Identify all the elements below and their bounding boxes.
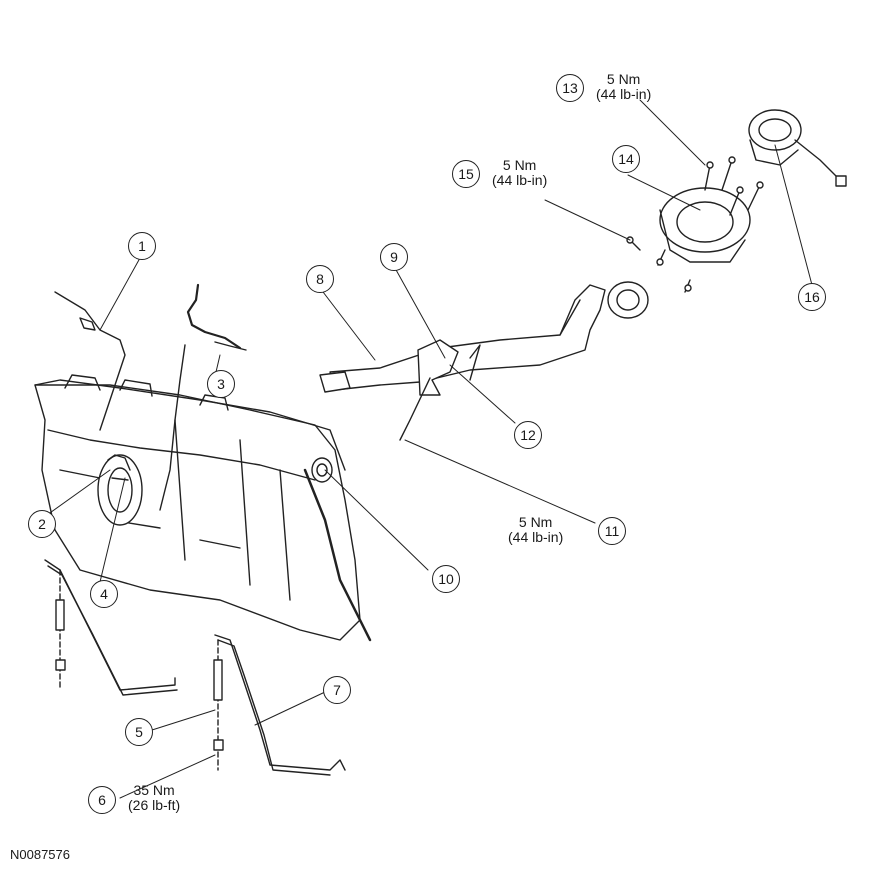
callout-5: 5 xyxy=(125,718,153,746)
torque-nm: 5 Nm xyxy=(606,71,641,87)
torque-imperial: (26 lb-ft) xyxy=(128,797,181,813)
callout-11: 11 xyxy=(598,517,626,545)
filler-neck-inlet xyxy=(607,281,649,319)
torque-spec-15: 5 Nm (44 lb-in) xyxy=(492,158,547,188)
filler-pipe xyxy=(329,284,606,391)
filler-pipe-bracket xyxy=(417,339,459,396)
fuel-tank xyxy=(34,384,361,641)
torque-nm: 5 Nm xyxy=(518,514,553,530)
fuel-tank-top xyxy=(34,379,346,471)
filler-hose-clamp xyxy=(311,457,333,483)
callout-13: 13 xyxy=(556,74,584,102)
torque-nm: 35 Nm xyxy=(133,782,175,798)
vapor-tube xyxy=(186,283,242,350)
fuel-pump-module xyxy=(97,454,143,526)
torque-imperial: (44 lb-in) xyxy=(492,172,548,188)
callout-16: 16 xyxy=(798,283,826,311)
callout-4: 4 xyxy=(90,580,118,608)
torque-imperial: (44 lb-in) xyxy=(596,86,652,102)
fuel-tank-shield xyxy=(303,468,372,642)
fuel-filler-cap xyxy=(748,109,802,151)
callout-12: 12 xyxy=(514,421,542,449)
callout-8: 8 xyxy=(306,265,334,293)
fuel-line xyxy=(54,291,126,431)
callout-7: 7 xyxy=(323,676,351,704)
callout-2: 2 xyxy=(28,510,56,538)
torque-nm: 5 Nm xyxy=(502,157,537,173)
torque-spec-11: 5 Nm (44 lb-in) xyxy=(508,515,563,545)
callout-6: 6 xyxy=(88,786,116,814)
torque-spec-13: 5 Nm (44 lb-in) xyxy=(596,72,651,102)
tank-strap-right xyxy=(214,634,346,771)
callout-9: 9 xyxy=(380,243,408,271)
callout-15: 15 xyxy=(452,160,480,188)
callout-10: 10 xyxy=(432,565,460,593)
torque-imperial: (44 lb-in) xyxy=(508,529,564,545)
fuel-cap-tether xyxy=(794,139,841,181)
callout-1: 1 xyxy=(128,232,156,260)
callout-14: 14 xyxy=(612,145,640,173)
figure-id-label: N0087576 xyxy=(10,847,70,862)
callout-3: 3 xyxy=(207,370,235,398)
torque-spec-6: 35 Nm (26 lb-ft) xyxy=(128,783,180,813)
